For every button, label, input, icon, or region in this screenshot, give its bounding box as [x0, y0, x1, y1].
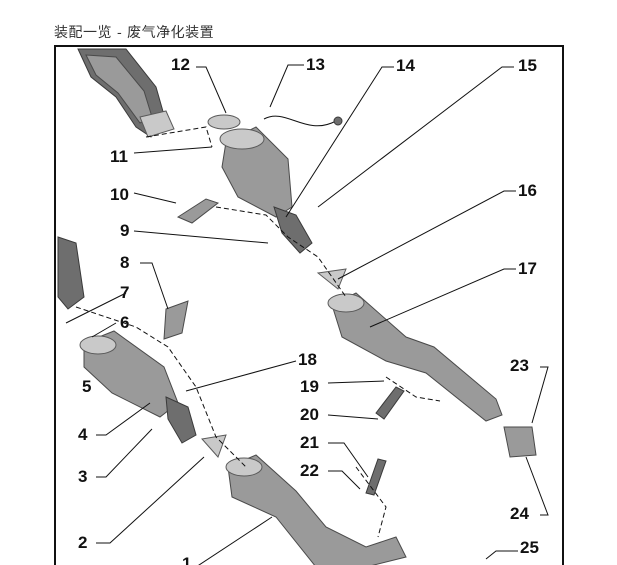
sensor-13-cable: [263, 115, 337, 127]
callout-3: 3: [78, 467, 88, 486]
leader-4: [96, 402, 151, 436]
catalytic-converter-upper: [219, 126, 313, 254]
assembly-line: [145, 126, 213, 148]
flange-2: [201, 434, 227, 458]
leader-18: [185, 360, 297, 392]
leader-15: [317, 66, 514, 208]
exhaust-manifold-upper: [77, 48, 175, 138]
callout-16: 16: [518, 181, 537, 200]
callout-8: 8: [120, 253, 130, 272]
leader-3: [96, 428, 153, 478]
leader-23: [531, 366, 549, 424]
leader-6: [91, 322, 117, 338]
callout-5: 5: [82, 377, 92, 396]
callout-23: 23: [510, 356, 529, 375]
callout-11: 11: [110, 147, 128, 166]
catalytic-converter-lower: [79, 330, 197, 444]
leader-11: [133, 146, 213, 154]
leader-17: [369, 268, 516, 328]
callout-24: 24: [510, 504, 529, 523]
leader-1: [198, 516, 273, 565]
assembly-line: [75, 306, 247, 468]
gasket-12: [207, 114, 241, 130]
callout-20: 20: [300, 405, 319, 424]
callout-22: 22: [300, 461, 319, 480]
bracket-8: [163, 300, 189, 340]
bracket-10: [176, 198, 220, 224]
callout-25: 25: [520, 538, 539, 557]
callout-6: 6: [120, 313, 130, 332]
leader-8: [140, 262, 169, 310]
diagram-drawing: [57, 48, 549, 565]
callout-21: 21: [300, 433, 319, 452]
leader-13: [269, 64, 304, 108]
exploded-view-diagram: 12 13 14 15 11 10 9 16 17 8 7 6 18 19 20…: [54, 45, 564, 565]
exhaust-manifold-lower: [57, 236, 85, 310]
leader-16: [337, 190, 516, 280]
callout-2: 2: [78, 533, 88, 552]
callout-14: 14: [396, 56, 415, 75]
front-exhaust-pipe-17: [327, 292, 503, 422]
callout-7: 7: [120, 283, 130, 302]
callout-17: 17: [518, 259, 537, 278]
leader-25: [485, 550, 518, 560]
callout-4: 4: [78, 425, 88, 444]
leader-21: [328, 442, 369, 478]
rear-exhaust-pipe-25: [225, 454, 407, 565]
assembly-line: [355, 466, 387, 538]
leader-20: [327, 414, 379, 420]
callout-13: 13: [306, 55, 325, 74]
callout-1: 1: [182, 554, 192, 565]
leader-24: [525, 456, 549, 516]
leader-9: [133, 230, 269, 244]
assembly-line: [385, 376, 441, 402]
flange-16: [316, 268, 347, 290]
callout-18: 18: [298, 350, 317, 369]
leader-2: [96, 456, 205, 544]
callout-9: 9: [120, 221, 130, 240]
assembly-line: [215, 206, 347, 298]
leader-14: [285, 66, 394, 218]
leader-22: [328, 470, 361, 490]
callout-19: 19: [300, 377, 319, 396]
bracket-24: [503, 426, 537, 458]
leader-12: [196, 66, 227, 114]
hanger-21: [365, 458, 387, 496]
hanger-20: [375, 386, 405, 420]
callout-10: 10: [110, 185, 129, 204]
leader-10: [133, 192, 177, 204]
callout-12: 12: [171, 55, 190, 74]
sensor-13: [333, 116, 343, 126]
leader-7: [65, 292, 127, 324]
leader-19: [327, 380, 385, 384]
callout-15: 15: [518, 56, 537, 75]
page-title: 装配一览 - 废气净化装置: [54, 25, 215, 41]
